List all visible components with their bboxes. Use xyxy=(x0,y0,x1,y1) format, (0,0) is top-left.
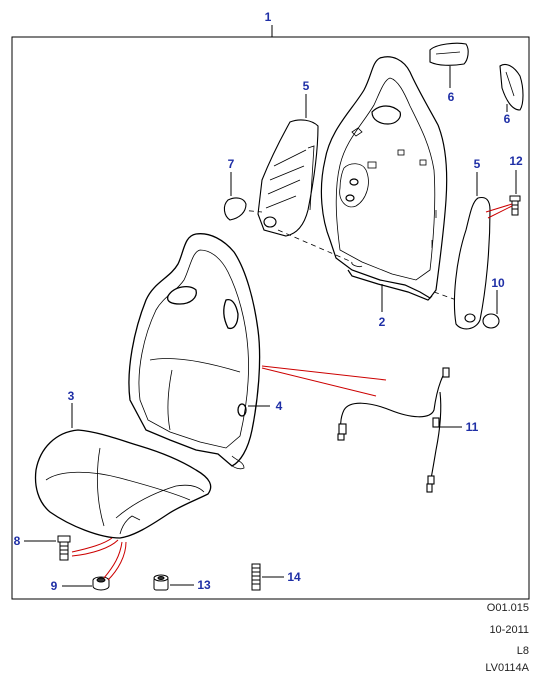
part-14-stud xyxy=(251,563,261,591)
callout-10: 10 xyxy=(491,276,505,290)
leader-red xyxy=(103,541,123,579)
part-10-cap xyxy=(482,313,500,329)
callout-4: 4 xyxy=(276,399,283,413)
part-5-back-panel xyxy=(257,119,319,237)
part-11-wiring-harness xyxy=(337,367,450,493)
reference-date: 10-2011 xyxy=(489,624,529,636)
part-9-nut xyxy=(92,576,110,591)
part-4-backrest-cover xyxy=(128,233,261,470)
part-8-bolt xyxy=(57,535,71,561)
leader-red xyxy=(71,537,113,553)
callout-14: 14 xyxy=(287,570,301,584)
illustration-id: LV0114A xyxy=(485,662,529,674)
callout-5-upper: 5 xyxy=(303,79,310,93)
assembly-frame xyxy=(11,36,530,600)
callout-5-right: 5 xyxy=(474,157,481,171)
leader-red xyxy=(71,539,119,557)
callout-6-upper: 6 xyxy=(448,90,455,104)
part-6-headrest-guide-left xyxy=(429,42,469,66)
leader-red xyxy=(485,203,513,213)
callout-1: 1 xyxy=(265,10,272,24)
callout-3: 3 xyxy=(68,389,75,403)
reference-code: O01.015 xyxy=(486,602,529,614)
leader-red xyxy=(107,541,127,581)
part-5-side-panel xyxy=(453,196,491,330)
part-3-cushion-cover xyxy=(34,429,212,539)
assembly-line xyxy=(433,291,463,303)
part-7-trim-clip xyxy=(223,197,247,221)
callout-13: 13 xyxy=(197,578,211,592)
leader-red xyxy=(261,367,377,397)
part-6-headrest-guide-right xyxy=(499,63,524,111)
callout-6-lower: 6 xyxy=(504,112,511,126)
callout-11: 11 xyxy=(466,420,479,434)
reference-model: L8 xyxy=(516,645,529,657)
callout-7: 7 xyxy=(228,157,235,171)
assembly-line xyxy=(277,229,353,263)
callout-2: 2 xyxy=(379,315,386,329)
part-2-backrest-shell xyxy=(320,56,448,301)
callout-12: 12 xyxy=(509,154,523,168)
callout-8: 8 xyxy=(14,534,21,548)
part-12-screw xyxy=(509,195,521,216)
leader-red xyxy=(261,365,387,381)
part-13-bush xyxy=(153,574,169,591)
leader-red xyxy=(487,205,513,219)
callout-9: 9 xyxy=(51,579,58,593)
